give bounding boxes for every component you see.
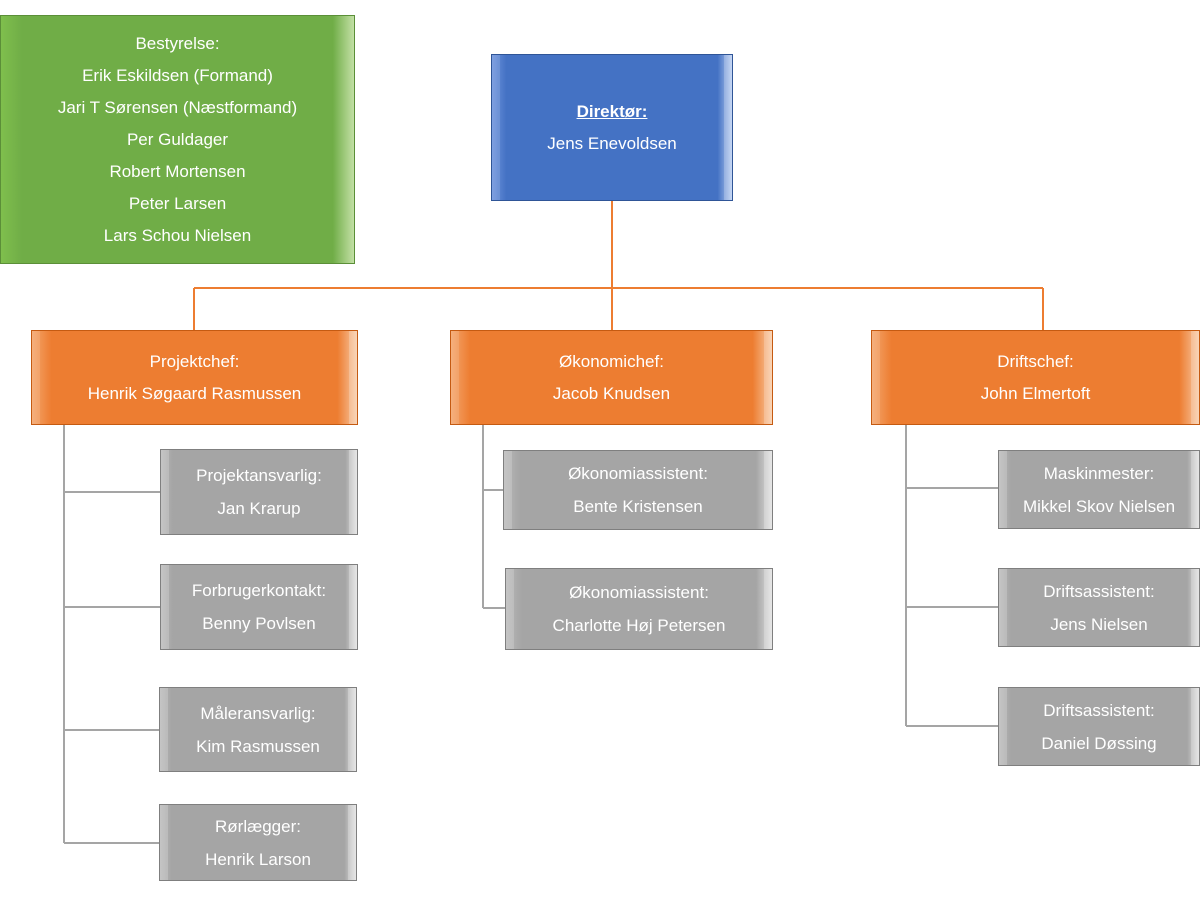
staff-name: Daniel Døssing xyxy=(1041,733,1157,753)
staff-title: Maskinmester: xyxy=(1043,463,1155,483)
director-box: Direktør: Jens Enevoldsen xyxy=(491,54,733,201)
department-box-project: Projektchef: Henrik Søgaard Rasmussen xyxy=(31,330,358,425)
staff-name: Benny Povlsen xyxy=(202,614,316,633)
department-box-finance: Økonomichef: Jacob Knudsen xyxy=(450,330,773,425)
board-heading: Bestyrelse: xyxy=(135,33,220,53)
board-box: Bestyrelse: Erik Eskildsen (Formand) Jar… xyxy=(0,15,355,264)
staff-title: Måleransvarlig: xyxy=(200,703,316,723)
staff-connectors xyxy=(63,424,998,844)
department-title: Økonomichef: xyxy=(559,351,664,371)
staff-box: Måleransvarlig: Kim Rasmussen xyxy=(159,687,357,772)
department-head-name: Jacob Knudsen xyxy=(552,383,671,403)
staff-name: Jan Krarup xyxy=(217,499,301,518)
department-title: Projektchef: xyxy=(149,351,240,371)
staff-box: Driftsassistent: Daniel Døssing xyxy=(998,687,1200,766)
board-member: Lars Schou Nielsen xyxy=(103,225,252,245)
staff-title: Økonomiassistent: xyxy=(568,464,708,483)
department-title: Driftschef: xyxy=(997,351,1074,371)
department-box-operations: Driftschef: John Elmertoft xyxy=(871,330,1200,425)
director-title: Direktør: xyxy=(576,101,648,121)
staff-box: Driftsassistent: Jens Nielsen xyxy=(998,568,1200,647)
director-name: Jens Enevoldsen xyxy=(547,133,677,153)
staff-box: Maskinmester: Mikkel Skov Nielsen xyxy=(998,450,1200,529)
staff-title: Driftsassistent: xyxy=(1043,581,1155,601)
staff-title: Rørlægger: xyxy=(215,816,301,836)
staff-name: Charlotte Høj Petersen xyxy=(552,616,726,635)
board-member: Per Guldager xyxy=(126,129,229,149)
board-member: Peter Larsen xyxy=(128,193,227,213)
staff-title: Projektansvarlig: xyxy=(196,466,322,485)
staff-box: Forbrugerkontakt: Benny Povlsen xyxy=(160,564,358,650)
staff-name: Jens Nielsen xyxy=(1050,614,1148,634)
department-head-name: John Elmertoft xyxy=(980,383,1091,403)
staff-name: Mikkel Skov Nielsen xyxy=(1022,496,1176,516)
board-member: Robert Mortensen xyxy=(109,161,246,181)
staff-box: Økonomiassistent: Charlotte Høj Petersen xyxy=(505,568,773,650)
staff-title: Driftsassistent: xyxy=(1043,700,1155,720)
staff-box: Rørlægger: Henrik Larson xyxy=(159,804,357,881)
board-member: Jari T Sørensen (Næstformand) xyxy=(57,97,298,117)
department-head-name: Henrik Søgaard Rasmussen xyxy=(87,383,302,403)
board-member: Erik Eskildsen (Formand) xyxy=(82,65,273,85)
staff-title: Forbrugerkontakt: xyxy=(191,581,327,600)
staff-title: Økonomiassistent: xyxy=(569,583,709,602)
staff-name: Henrik Larson xyxy=(205,849,311,869)
main-connectors xyxy=(193,201,1044,330)
staff-box: Økonomiassistent: Bente Kristensen xyxy=(503,450,773,530)
staff-name: Kim Rasmussen xyxy=(196,736,320,756)
staff-box: Projektansvarlig: Jan Krarup xyxy=(160,449,358,535)
staff-name: Bente Kristensen xyxy=(573,497,703,516)
